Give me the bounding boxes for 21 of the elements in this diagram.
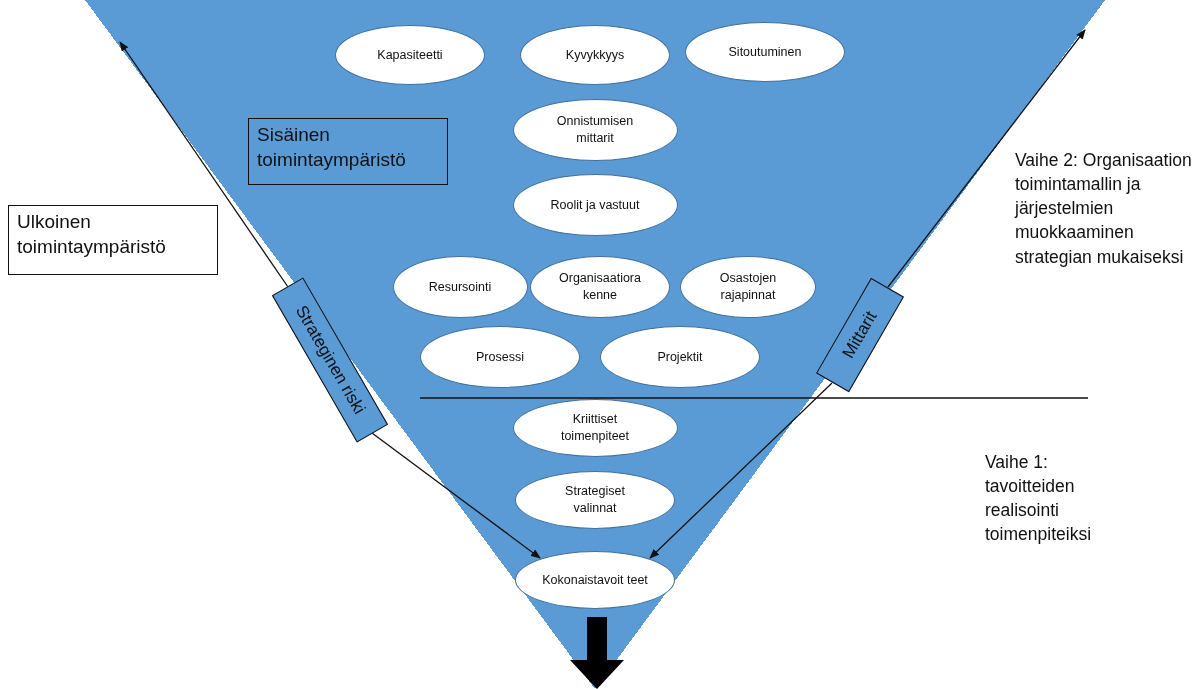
ellipse-node: Kriittiset toimenpiteet: [512, 399, 678, 457]
arrow: [119, 41, 289, 288]
ellipse-node: Osastojen rajapinnat: [680, 256, 816, 318]
ellipse-node: Strategiset valinnat: [515, 471, 675, 529]
text-box: Sisäinen toimintaympäristö: [248, 118, 448, 185]
arrow: [371, 432, 541, 559]
ellipse-node: Organisaatiora kenne: [530, 256, 670, 318]
ellipse-node: Kokonaistavoit teet: [515, 551, 675, 609]
ellipse-node: Sitoutuminen: [685, 22, 845, 82]
ellipse-node: Roolit ja vastuut: [512, 174, 678, 236]
arrow: [887, 29, 1086, 288]
ellipse-node: Resursointi: [392, 256, 528, 318]
ellipse-node: Kapasiteetti: [335, 25, 485, 85]
ellipse-node: Projektit: [600, 326, 760, 388]
ellipse-node: Kyvykkyys: [520, 25, 670, 85]
arrow: [649, 382, 833, 559]
phase-description: Vaihe 2: Organisaation toimintamallin ja järjestelmien muokkaaminen strategian mukaiseksi: [1015, 149, 1193, 269]
phase-description: Vaihe 1: tavoitteiden realisointi toimenpiteiksi: [985, 451, 1093, 547]
ellipse-node: Onnistumisen mittarit: [512, 99, 678, 161]
text-box: Ulkoinen toimintaympäristö: [8, 205, 218, 275]
ellipse-node: Prosessi: [420, 326, 580, 388]
